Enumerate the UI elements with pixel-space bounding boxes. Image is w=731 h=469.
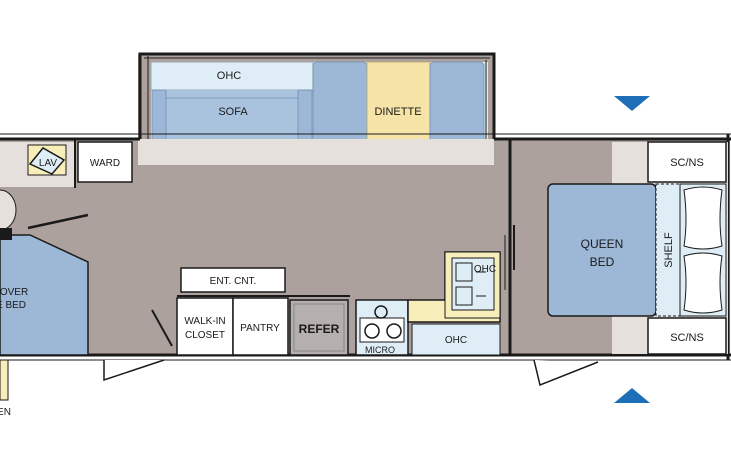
slide-out-arrow-icon — [614, 388, 650, 403]
e-bed-label: E BED — [0, 300, 26, 311]
closet-label: CLOSET — [185, 330, 225, 341]
queen-label: QUEEN — [581, 237, 624, 251]
sofa — [151, 89, 313, 143]
pantry-label: PANTRY — [240, 323, 280, 334]
lav-label: LAV — [39, 158, 57, 169]
ohc-lower-label: OHC — [445, 335, 467, 346]
stove-icon — [355, 299, 409, 356]
refrigerator — [289, 299, 349, 356]
pantry — [232, 297, 289, 356]
micro-label: MICRO — [365, 345, 395, 355]
scns-bottom-label: SC/NS — [670, 332, 704, 344]
slide-out-arrow-icon — [614, 96, 650, 111]
walk-in-closet — [176, 297, 234, 356]
dinette-label: DINETTE — [374, 106, 421, 118]
bath-door — [27, 213, 89, 230]
ent-center — [180, 267, 286, 293]
wardrobe — [77, 141, 133, 183]
scns-top — [647, 141, 727, 183]
shelf-label: SHELF — [663, 232, 675, 268]
lavatory-sink-icon — [27, 144, 67, 176]
over-label: OVER — [0, 287, 28, 298]
walk-in-label: WALK-IN — [184, 316, 225, 327]
ent-cnt-label: ENT. CNT. — [210, 276, 257, 287]
front-bed — [0, 234, 89, 356]
entry-door-icon — [533, 359, 599, 387]
kitchen-sink-icon — [451, 257, 495, 311]
sofa-label: SOFA — [218, 106, 248, 118]
scns-bottom — [647, 317, 727, 355]
ohc-kitchen-label: OHC — [474, 264, 496, 275]
bed-label: BED — [590, 255, 615, 269]
ohc-slide-label: OHC — [217, 70, 242, 82]
scns-top-label: SC/NS — [670, 157, 704, 169]
en-label: EN — [0, 407, 11, 418]
ward-label: WARD — [90, 158, 120, 169]
pillows — [679, 183, 727, 317]
refer-label: REFER — [299, 322, 340, 336]
toilet-icon — [0, 189, 17, 231]
shelf — [655, 183, 681, 317]
entry-door-icon — [103, 309, 173, 382]
lower-overhead-cabinet — [411, 323, 501, 356]
